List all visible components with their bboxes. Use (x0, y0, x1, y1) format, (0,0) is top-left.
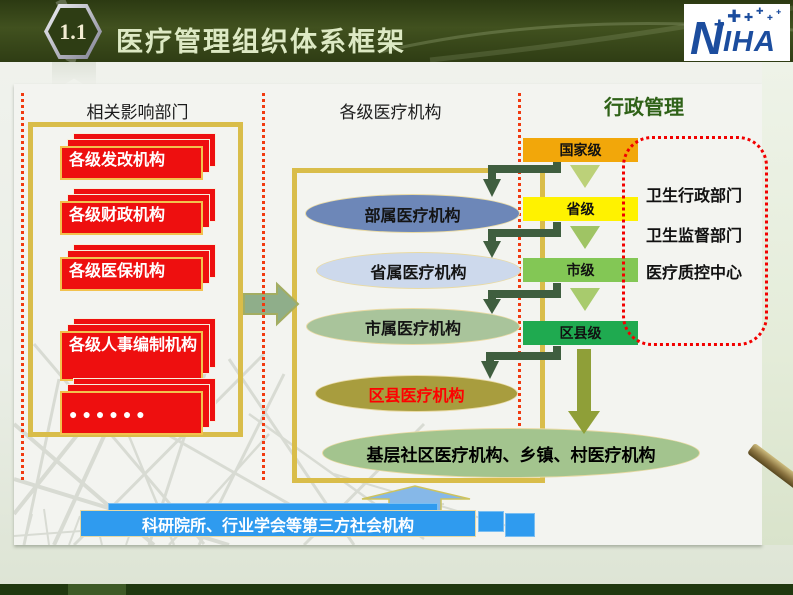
third-party-bar-layer (505, 513, 535, 537)
dept-banner: ●●●●●● (60, 378, 216, 435)
third-party-bar: 科研院所、行业学会等第三方社会机构 (80, 510, 476, 537)
third-party-bar-layer (478, 511, 504, 532)
level-label: 区县级 (559, 325, 602, 341)
ellipse-label: 区县医疗机构 (368, 387, 465, 405)
dept-banner-label: 各级医保机构 (69, 263, 166, 280)
footer-accent (68, 584, 126, 595)
admin-dept-label: 卫生行政部门 (646, 188, 743, 205)
ellipse-city-institutions: 市属医疗机构 (306, 308, 520, 345)
logo-letter-n: N (690, 12, 724, 64)
level-down-triangle-icon (570, 226, 600, 249)
dept-banner: 各级发改机构 (60, 133, 216, 180)
third-party-label: 科研院所、行业学会等第三方社会机构 (141, 517, 414, 535)
admin-dashed-box (622, 136, 768, 346)
dept-banner: 各级医保机构 (60, 244, 216, 291)
ellipse-label: 部属医疗机构 (364, 207, 461, 225)
grassroots-label: 基层社区医疗机构、乡镇、村医疗机构 (366, 445, 656, 465)
star-icon: ✚ (727, 7, 742, 26)
ellipse-label: 市属医疗机构 (364, 320, 461, 338)
level-box-city: 市级 (523, 258, 638, 282)
grassroots-ellipse: 基层社区医疗机构、乡镇、村医疗机构 (322, 428, 700, 478)
ellipsis-dots: ●●●●●● (69, 406, 150, 422)
logo-letters-iha: IHA (723, 26, 776, 58)
ellipse-label: 省属医疗机构 (370, 264, 467, 282)
header-bar: 1.1 医疗管理组织体系框架 N IHA ✚ ✚ ✚ ✚ ✚ ✚ (0, 0, 793, 62)
section-number: 1.1 (59, 18, 87, 44)
level-label: 国家级 (559, 142, 602, 158)
star-icon: ✚ (756, 6, 764, 16)
column-divider-line (518, 93, 521, 477)
ellipse-ministry-institutions: 部属医疗机构 (305, 194, 520, 233)
ellipse-county-institutions: 区县医疗机构 (315, 375, 518, 412)
column-divider-line (21, 93, 24, 483)
star-icon: ✚ (776, 10, 782, 16)
level-box-county: 区县级 (523, 321, 638, 345)
level-label: 省级 (566, 201, 595, 217)
admin-dept-label: 医疗质控中心 (646, 265, 743, 282)
niha-logo: N IHA ✚ ✚ ✚ ✚ ✚ ✚ (684, 4, 790, 61)
level-down-triangle-icon (570, 288, 600, 311)
footer-bar (0, 584, 793, 595)
middle-column-title: 各级医疗机构 (339, 103, 442, 122)
star-icon: ✚ (744, 12, 754, 24)
dept-banner-label: 各级财政机构 (69, 207, 166, 224)
dept-banner-label: 各级人事编制机构 (69, 337, 198, 354)
star-icon: ✚ (714, 17, 725, 32)
level-box-province: 省级 (523, 197, 638, 221)
dept-banner-label: 各级发改机构 (69, 152, 166, 169)
dept-banner: 各级人事编制机构 (60, 318, 216, 381)
admin-column-title: 行政管理 (604, 97, 684, 119)
page-title: 医疗管理组织体系框架 (116, 27, 406, 57)
star-icon: ✚ (767, 15, 773, 22)
column-divider-line (262, 93, 265, 482)
admin-dept-label: 卫生监督部门 (646, 228, 743, 245)
level-down-triangle-icon (570, 165, 600, 188)
left-column-title: 相关影响部门 (86, 103, 189, 122)
level-box-national: 国家级 (523, 138, 638, 162)
ellipse-province-institutions: 省属医疗机构 (316, 252, 521, 289)
level-label: 市级 (566, 262, 595, 278)
dept-banner: 各级财政机构 (60, 188, 216, 235)
